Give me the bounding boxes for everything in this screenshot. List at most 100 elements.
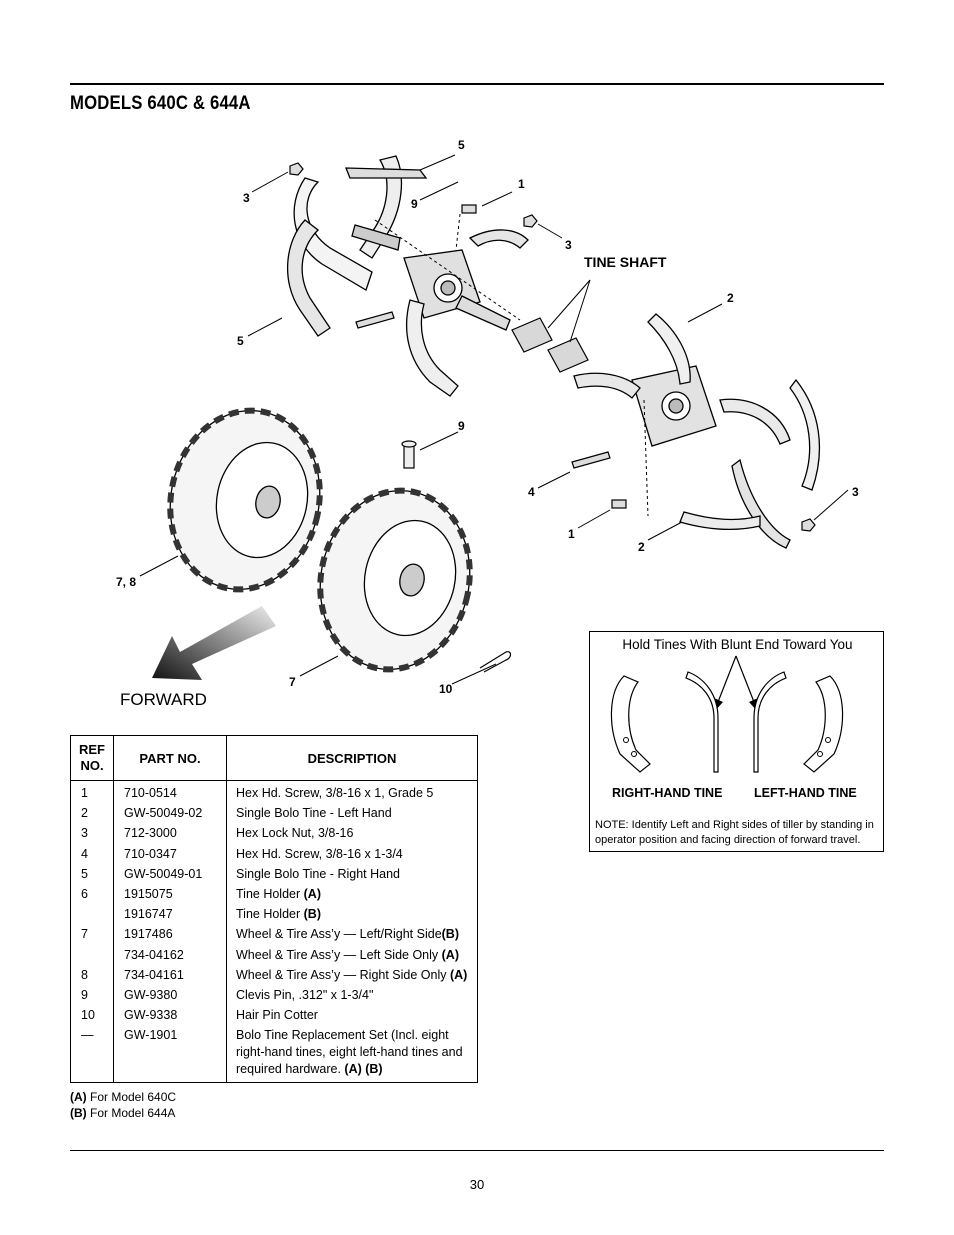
table-header-row: REF NO. PART NO. DESCRIPTION bbox=[70, 735, 478, 781]
ref-cell bbox=[70, 906, 114, 927]
tine-illustration bbox=[610, 655, 844, 773]
table-row: 2 GW-50049-02 Single Bolo Tine - Left Ha… bbox=[70, 805, 478, 826]
callout-label: 2 bbox=[638, 540, 645, 554]
desc-text: Tine Holder bbox=[236, 886, 304, 901]
desc-cell: Wheel & Tire Ass’y — Left/Right Side(B) bbox=[227, 926, 478, 946]
desc-cell: Wheel & Tire Ass’y — Left Side Only (A) bbox=[227, 947, 478, 967]
table-row: 734-04162 Wheel & Tire Ass’y — Left Side… bbox=[70, 946, 478, 967]
footnote-text: For Model 644A bbox=[86, 1106, 176, 1120]
tine-box-title: Hold Tines With Blunt End Toward You bbox=[622, 637, 853, 652]
tine-holder-center-assembly bbox=[403, 229, 529, 397]
desc-text: Clevis Pin, .312" x 1-3/4" bbox=[236, 987, 374, 1002]
ref-cell: 9 bbox=[70, 986, 114, 1008]
model-flag: (B) bbox=[441, 927, 459, 942]
ref-cell: 8 bbox=[70, 966, 114, 987]
part-cell: 1915075 bbox=[113, 885, 227, 907]
right-hand-tine-label: RIGHT-HAND TINE bbox=[612, 786, 723, 800]
table-row: 1 710-0514 Hex Hd. Screw, 3/8-16 x 1, Gr… bbox=[70, 780, 478, 806]
callout-label: 3 bbox=[852, 485, 859, 499]
part-cell: 1917486 bbox=[113, 926, 227, 947]
leader-lines bbox=[139, 154, 849, 685]
ref-cell: 4 bbox=[70, 845, 114, 866]
part-no-header: PART NO. bbox=[113, 735, 227, 781]
table-row: 9 GW-9380 Clevis Pin, .312" x 1-3/4" bbox=[70, 986, 478, 1008]
footnote-item: (B) For Model 644A bbox=[70, 1105, 176, 1121]
clevis-pin bbox=[401, 440, 417, 469]
callout-label: 7, 8 bbox=[116, 575, 136, 589]
callout-label: 5 bbox=[237, 334, 244, 348]
wheel-tire-right bbox=[317, 487, 473, 673]
desc-text: Wheel & Tire Ass’y — Right Side Only bbox=[236, 967, 450, 982]
callout-label: 3 bbox=[565, 238, 572, 252]
model-flag: (A) bbox=[303, 886, 321, 901]
table-row: 6 1915075 Tine Holder (A) bbox=[70, 885, 478, 907]
forward-arrow-icon bbox=[152, 606, 276, 680]
desc-text: Bolo Tine Replacement Set (Incl. eight r… bbox=[236, 1028, 463, 1077]
desc-cell: Tine Holder (A) bbox=[227, 886, 478, 906]
desc-cell: Clevis Pin, .312" x 1-3/4" bbox=[227, 987, 478, 1007]
desc-cell: Hair Pin Cotter bbox=[227, 1007, 478, 1027]
table-row: — GW-1901 Bolo Tine Replacement Set (Inc… bbox=[70, 1027, 478, 1083]
table-row: 1916747 Tine Holder (B) bbox=[70, 906, 478, 927]
model-flag: (A) bbox=[449, 967, 468, 982]
model-footnotes: (A) For Model 640C (B) For Model 644A bbox=[70, 1089, 176, 1121]
part-cell: GW-50049-01 bbox=[113, 865, 227, 886]
description-header: DESCRIPTION bbox=[226, 735, 478, 781]
ref-header-line: REF bbox=[79, 742, 105, 757]
desc-text: Hex Hd. Screw, 3/8-16 x 1-3/4 bbox=[236, 846, 403, 861]
table-row: 5 GW-50049-01 Single Bolo Tine - Right H… bbox=[70, 865, 478, 886]
desc-cell: Tine Holder (B) bbox=[227, 906, 478, 926]
part-cell: 710-0347 bbox=[113, 845, 227, 866]
page-number: 30 bbox=[469, 1177, 485, 1192]
model-flag: (A) bbox=[441, 947, 459, 962]
callout-label: 9 bbox=[458, 419, 465, 433]
desc-cell: Hex Lock Nut, 3/8-16 bbox=[227, 825, 478, 845]
left-hand-tine-label: LEFT-HAND TINE bbox=[754, 786, 857, 800]
callout-label: 7 bbox=[289, 675, 296, 689]
wheel-tire-left bbox=[167, 407, 323, 593]
part-cell: 710-0514 bbox=[113, 780, 227, 806]
callout-label: 2 bbox=[727, 291, 734, 305]
model-flag: (B) bbox=[303, 907, 321, 922]
callout-label: 5 bbox=[458, 138, 465, 152]
page-title: MODELS 640C & 644A bbox=[70, 93, 251, 114]
desc-text: Wheel & Tire Ass’y — Left Side Only bbox=[236, 947, 442, 962]
tine-identification-box: Hold Tines With Blunt End Toward You RIG… bbox=[589, 631, 884, 852]
desc-text: Single Bolo Tine - Left Hand bbox=[236, 806, 392, 821]
desc-cell: Single Bolo Tine - Right Hand bbox=[227, 866, 478, 886]
table-row: 7 1917486 Wheel & Tire Ass’y — Left/Righ… bbox=[70, 926, 478, 947]
table-row: 4 710-0347 Hex Hd. Screw, 3/8-16 x 1-3/4 bbox=[70, 845, 478, 866]
right-hand-tine-flat-icon bbox=[610, 675, 651, 773]
part-cell: 734-04161 bbox=[113, 966, 227, 987]
parts-table: REF NO. PART NO. DESCRIPTION 1 710-0514 … bbox=[70, 735, 478, 1084]
ref-cell: 5 bbox=[70, 865, 114, 886]
tine-shaft-label: TINE SHAFT bbox=[584, 254, 667, 270]
top-rule bbox=[70, 83, 884, 85]
hair-pin-cotter bbox=[479, 651, 512, 673]
tine-shaft-pieces bbox=[511, 317, 589, 373]
pointer-lines bbox=[717, 655, 755, 703]
footnote-key: (B) bbox=[70, 1106, 87, 1120]
part-cell: 712-3000 bbox=[113, 825, 227, 846]
tine-holder-left-assembly bbox=[286, 155, 428, 337]
bottom-rule bbox=[70, 1150, 884, 1151]
callout-label: 4 bbox=[528, 485, 535, 499]
table-row: 10 GW-9338 Hair Pin Cotter bbox=[70, 1007, 478, 1028]
desc-text: Tine Holder bbox=[236, 907, 304, 922]
ref-cell: 1 bbox=[70, 780, 114, 806]
left-hand-tine-edge-icon bbox=[753, 671, 787, 773]
desc-text: Hair Pin Cotter bbox=[236, 1008, 318, 1023]
callout-label: 1 bbox=[518, 177, 525, 191]
right-hand-tine-edge-icon bbox=[685, 671, 719, 773]
part-cell: 734-04162 bbox=[113, 946, 227, 967]
ref-cell: 2 bbox=[70, 805, 114, 826]
desc-cell: Wheel & Tire Ass’y — Right Side Only (A) bbox=[227, 967, 478, 987]
desc-text: Hex Lock Nut, 3/8-16 bbox=[236, 826, 354, 841]
desc-text: Hex Hd. Screw, 3/8-16 x 1, Grade 5 bbox=[236, 786, 434, 800]
desc-cell: Single Bolo Tine - Left Hand bbox=[227, 805, 478, 825]
desc-text: Wheel & Tire Ass’y — Left/Right Side bbox=[236, 927, 442, 942]
ref-no-header: REF NO. bbox=[70, 735, 114, 781]
callout-label: 1 bbox=[568, 527, 575, 541]
ref-header-line: NO. bbox=[80, 758, 104, 773]
callout-label: 3 bbox=[243, 191, 250, 205]
